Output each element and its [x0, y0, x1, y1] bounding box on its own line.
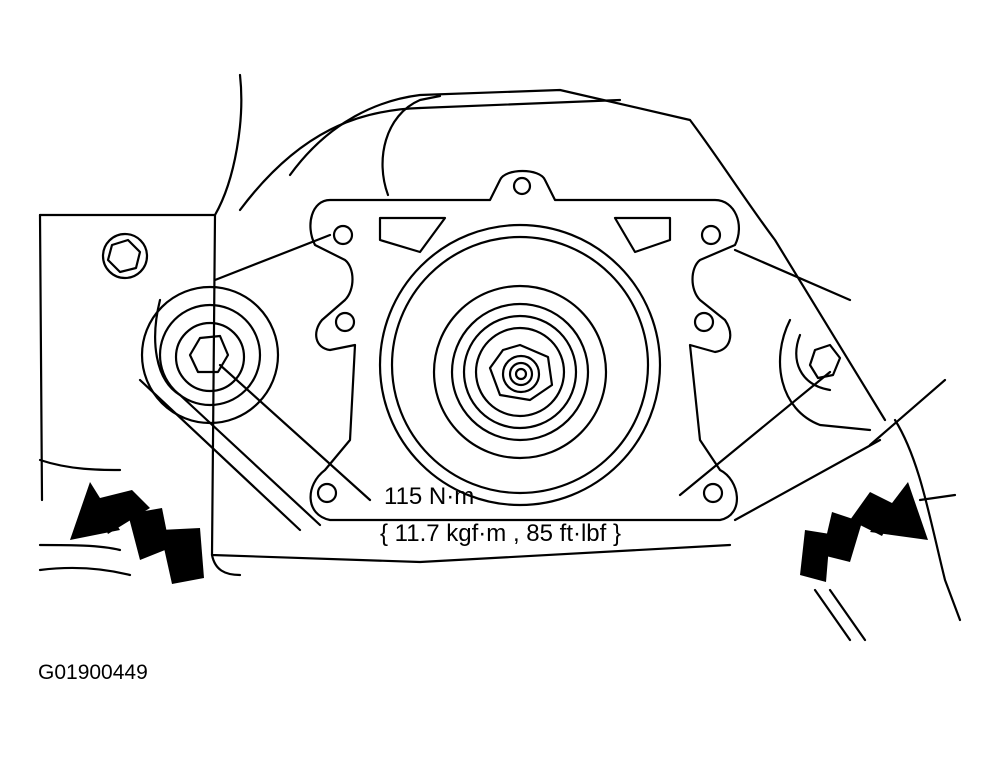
- left-arrow-icon: [70, 482, 204, 584]
- bearing-housing: [378, 223, 662, 507]
- torque-conversion-label: { 11.7 kgf·m , 85 ft·lbf }: [380, 520, 622, 547]
- housing-outline: [38, 73, 887, 577]
- left-bolt-icon: [188, 334, 230, 374]
- lower-left-lines: [38, 458, 132, 577]
- right-arrow-icon: [800, 482, 928, 582]
- small-bolt-icon: [101, 232, 149, 280]
- torque-value-label: 115 N·m: [384, 483, 475, 510]
- center-nut: [488, 343, 554, 402]
- left-bracket: [138, 233, 332, 532]
- lower-right-lines: [813, 493, 957, 642]
- mounting-plate: [309, 169, 740, 522]
- leader-lines: [218, 363, 832, 502]
- right-bolt-icon: [808, 343, 842, 380]
- cable: [381, 94, 442, 197]
- right-bracket: [733, 248, 962, 622]
- figure-id-label: G01900449: [38, 661, 148, 684]
